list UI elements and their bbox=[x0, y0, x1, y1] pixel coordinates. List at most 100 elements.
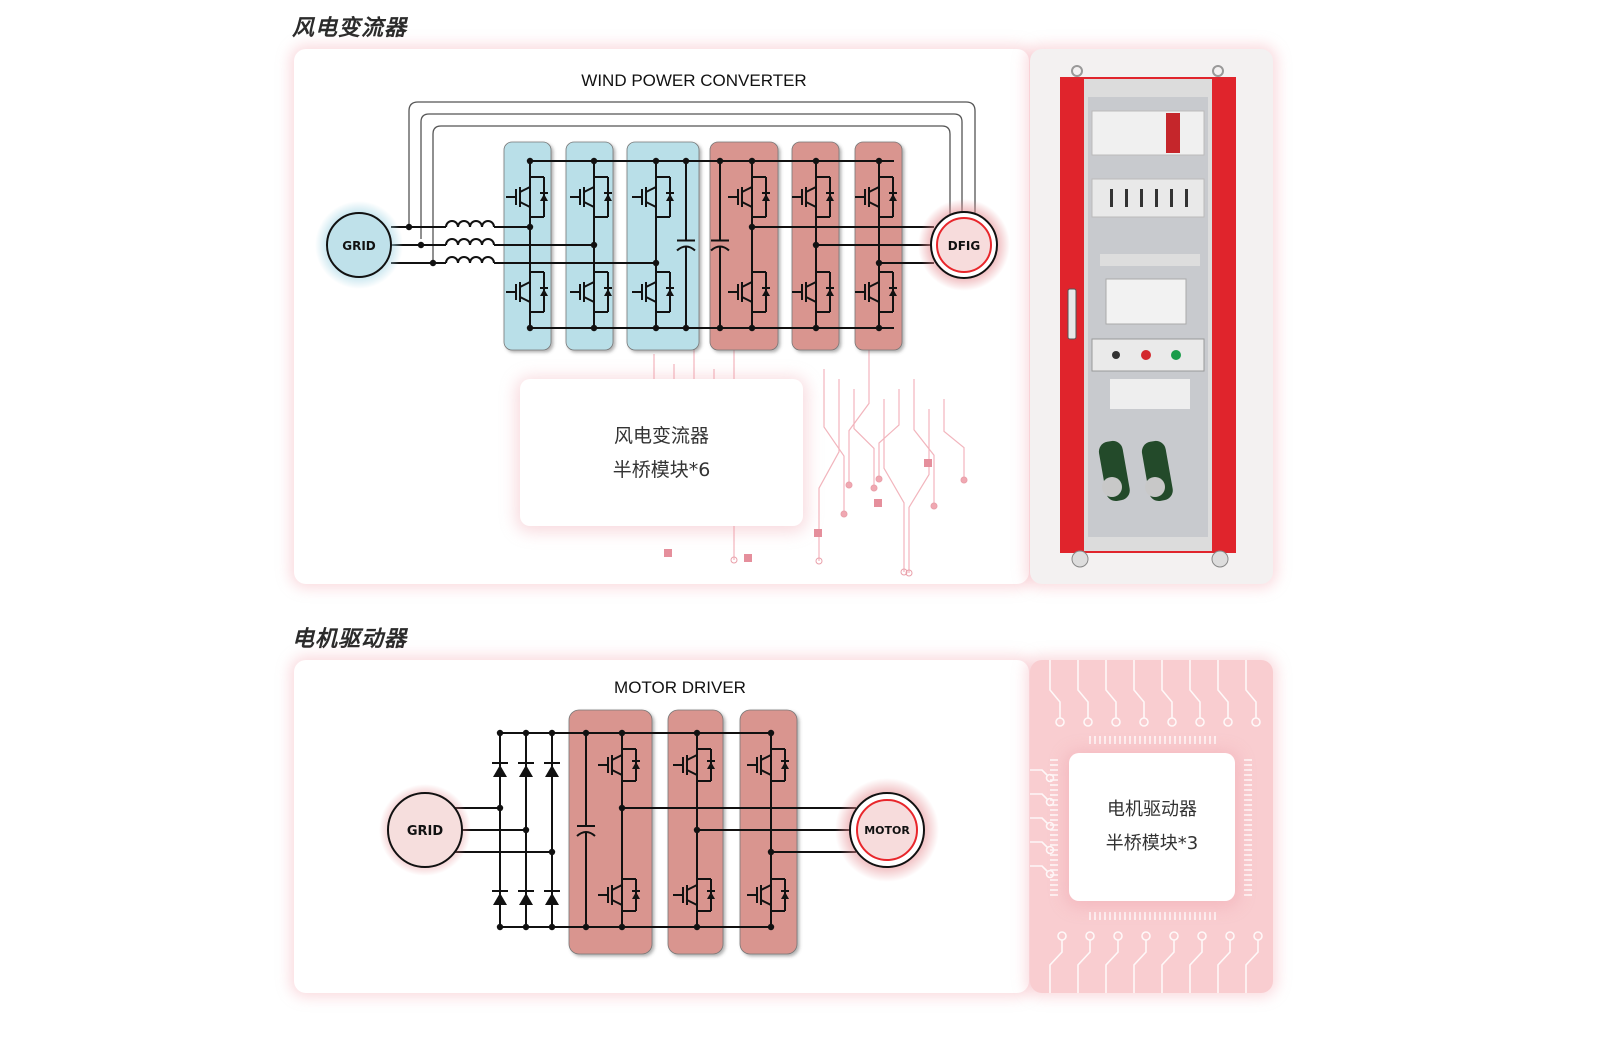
junction-dot bbox=[548, 923, 556, 931]
circuit-pad-square bbox=[924, 459, 932, 467]
wind-converter-diagram-card: WIND POWER CONVERTER bbox=[294, 49, 1029, 584]
junction-dot bbox=[767, 923, 775, 931]
circuit-trace bbox=[853, 389, 875, 488]
cabinet-photo bbox=[1060, 65, 1236, 568]
junction-dot bbox=[652, 157, 660, 165]
circuit-trace bbox=[943, 399, 965, 480]
circuit-pad bbox=[840, 510, 848, 518]
rectifier-diode-icon bbox=[544, 890, 560, 905]
wind-converter-schematic: GRID DFIG bbox=[315, 101, 1010, 351]
board-trace bbox=[1030, 817, 1049, 825]
junction-dot bbox=[682, 157, 690, 165]
diode-icon bbox=[889, 289, 897, 296]
motor-driver-info-box: 电机驱动器 半桥模块*3 bbox=[1069, 753, 1235, 901]
board-trace bbox=[1189, 660, 1201, 718]
junction-dot bbox=[522, 826, 530, 834]
circuit-pad-square bbox=[744, 554, 752, 562]
igbt-switch-icon bbox=[632, 268, 674, 316]
board-pad bbox=[1057, 931, 1067, 941]
board-pad bbox=[1045, 869, 1055, 879]
circuit-pad-square bbox=[874, 499, 882, 507]
igbt-switch-icon bbox=[728, 268, 770, 316]
igbt-switch-icon bbox=[632, 173, 674, 221]
circuit-board-panel: 电机驱动器 半桥模块*3 bbox=[1030, 660, 1273, 993]
board-trace bbox=[1077, 940, 1091, 993]
junction-dot bbox=[496, 729, 504, 737]
rectifier-diode-icon bbox=[544, 762, 560, 777]
circuit-trace bbox=[908, 409, 930, 573]
junction-dot bbox=[548, 729, 556, 737]
motor-label: MOTOR bbox=[864, 824, 910, 837]
rectifier-diode-icon bbox=[492, 762, 508, 777]
motor-driver-diagram-card: MOTOR DRIVER GRID MOTOR bbox=[294, 660, 1029, 993]
circuit-trace bbox=[818, 379, 840, 561]
board-trace bbox=[1030, 793, 1049, 801]
junction-dot bbox=[875, 324, 883, 332]
junction-dot bbox=[405, 223, 413, 231]
igbt-switch-icon bbox=[747, 875, 789, 915]
junction-dot bbox=[618, 923, 626, 931]
info-module-count: 半桥模块*3 bbox=[1105, 833, 1199, 854]
junction-dot bbox=[716, 157, 724, 165]
igbt-switch-icon bbox=[598, 745, 640, 785]
circuit-trace bbox=[883, 399, 905, 572]
board-trace bbox=[1105, 660, 1117, 718]
igbt-switch-icon bbox=[570, 173, 612, 221]
junction-dot bbox=[652, 259, 660, 267]
board-pad bbox=[1085, 931, 1095, 941]
board-trace bbox=[1217, 940, 1231, 993]
section-heading-wind-converter: 风电变流器 bbox=[292, 16, 408, 41]
half-bridge-module-4 bbox=[709, 141, 779, 351]
diode-icon bbox=[666, 194, 674, 201]
board-pad bbox=[1045, 773, 1055, 783]
capacitor-icon bbox=[576, 733, 596, 927]
diode-icon bbox=[540, 194, 548, 201]
inductor-icon bbox=[445, 256, 495, 264]
junction-dot bbox=[522, 923, 530, 931]
board-trace bbox=[1105, 940, 1119, 993]
diode-icon bbox=[762, 289, 770, 296]
junction-dot bbox=[875, 157, 883, 165]
board-pad bbox=[1223, 717, 1233, 727]
grid-source-node: GRID bbox=[379, 784, 471, 876]
junction-dot bbox=[526, 324, 534, 332]
junction-dot bbox=[590, 157, 598, 165]
igbt-switch-icon bbox=[673, 875, 715, 915]
capacitor-icon bbox=[676, 161, 696, 328]
igbt-switch-icon bbox=[855, 173, 897, 221]
board-trace bbox=[1161, 660, 1173, 718]
inductor-icon bbox=[445, 220, 495, 228]
junction-dot bbox=[526, 157, 534, 165]
board-trace bbox=[1133, 660, 1145, 718]
igbt-switch-icon bbox=[673, 745, 715, 785]
igbt-switch-icon bbox=[855, 268, 897, 316]
circuit-trace bbox=[848, 349, 870, 485]
dfig-generator-node: DFIG bbox=[918, 199, 1010, 291]
board-pad bbox=[1113, 931, 1123, 941]
circuit-pad bbox=[900, 568, 908, 576]
board-pad bbox=[1139, 717, 1149, 727]
board-trace bbox=[1161, 940, 1175, 993]
board-trace bbox=[1189, 940, 1203, 993]
diode-icon bbox=[889, 194, 897, 201]
junction-dot bbox=[812, 324, 820, 332]
board-pad bbox=[1111, 717, 1121, 727]
diode-icon bbox=[666, 289, 674, 296]
board-trace bbox=[1049, 940, 1063, 993]
circuit-pad-square bbox=[664, 549, 672, 557]
igbt-switch-icon bbox=[506, 268, 548, 316]
igbt-switch-icon bbox=[792, 173, 834, 221]
rectifier-diode-icon bbox=[518, 890, 534, 905]
diode-icon bbox=[604, 194, 612, 201]
circuit-pad bbox=[875, 475, 883, 483]
junction-dot bbox=[812, 241, 820, 249]
circuit-trace bbox=[878, 389, 900, 479]
grid-source-node: GRID bbox=[315, 201, 403, 289]
board-pad bbox=[1045, 845, 1055, 855]
junction-dot bbox=[652, 324, 660, 332]
circuit-pad-square bbox=[814, 529, 822, 537]
junction-dot bbox=[429, 259, 437, 267]
board-trace bbox=[1049, 660, 1061, 718]
junction-dot bbox=[767, 729, 775, 737]
board-pad bbox=[1197, 931, 1207, 941]
